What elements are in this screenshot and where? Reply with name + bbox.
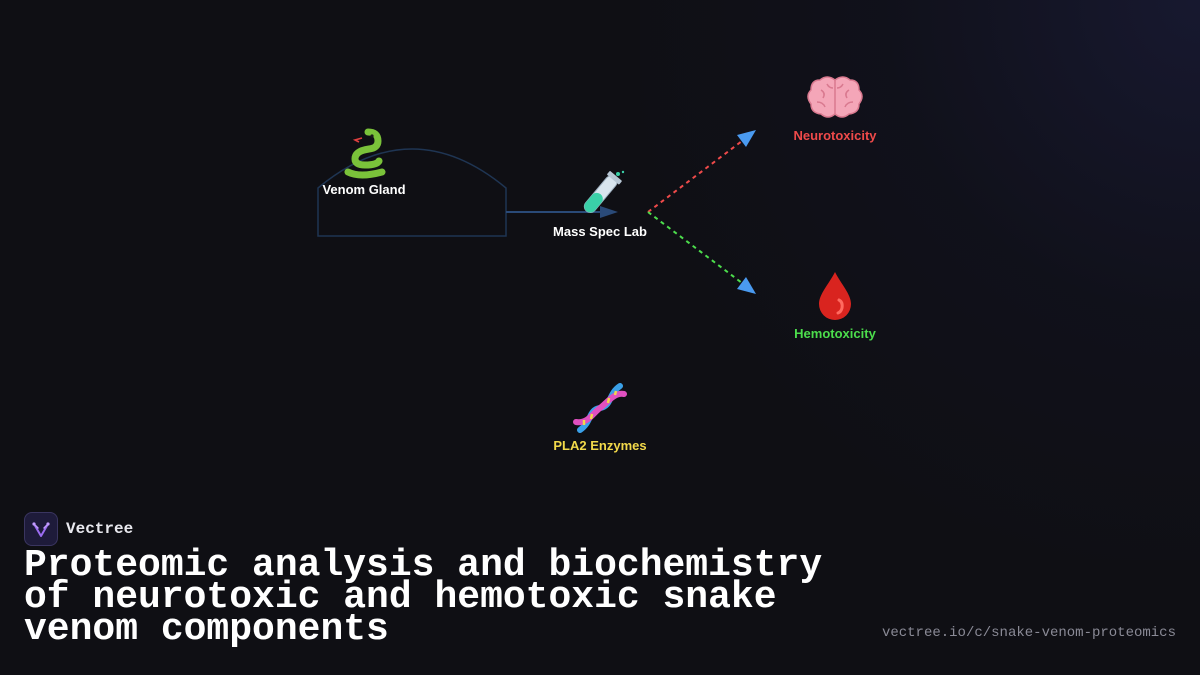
edge-gland-to-massspec-arrowhead bbox=[600, 206, 618, 218]
node-neurotoxicity: Neurotoxicity bbox=[745, 72, 925, 143]
node-label-venom-gland: Venom Gland bbox=[322, 182, 406, 197]
node-hemotoxicity: Hemotoxicity bbox=[745, 270, 925, 341]
edge-massspec-to-neurotoxicity-arrowhead bbox=[737, 130, 756, 147]
venom-gland-outline bbox=[317, 148, 507, 237]
node-label-pla2-enzymes: PLA2 Enzymes bbox=[553, 438, 647, 453]
node-pla2-enzymes: PLA2 Enzymes bbox=[510, 382, 690, 453]
node-label-mass-spec-lab: Mass Spec Lab bbox=[553, 224, 647, 239]
dna-icon bbox=[510, 382, 690, 436]
edge-massspec-to-hemotoxicity-arrowhead bbox=[737, 277, 756, 294]
test-tube-icon bbox=[510, 168, 690, 222]
vectree-logo-icon bbox=[24, 512, 58, 546]
source-url[interactable]: vectree.io/c/snake-venom-proteomics bbox=[881, 625, 1176, 641]
node-label-neurotoxicity: Neurotoxicity bbox=[793, 128, 877, 143]
node-mass-spec-lab: Mass Spec Lab bbox=[510, 168, 690, 239]
snake-icon bbox=[274, 126, 454, 180]
page-title: Proteomic analysis and biochemistry of n… bbox=[24, 544, 823, 651]
brain-icon bbox=[745, 72, 925, 126]
node-venom-gland: Venom Gland bbox=[274, 126, 454, 197]
blood-drop-icon bbox=[745, 270, 925, 324]
brand: Vectree bbox=[24, 512, 133, 546]
brand-name: Vectree bbox=[66, 520, 134, 538]
node-label-hemotoxicity: Hemotoxicity bbox=[794, 326, 876, 341]
